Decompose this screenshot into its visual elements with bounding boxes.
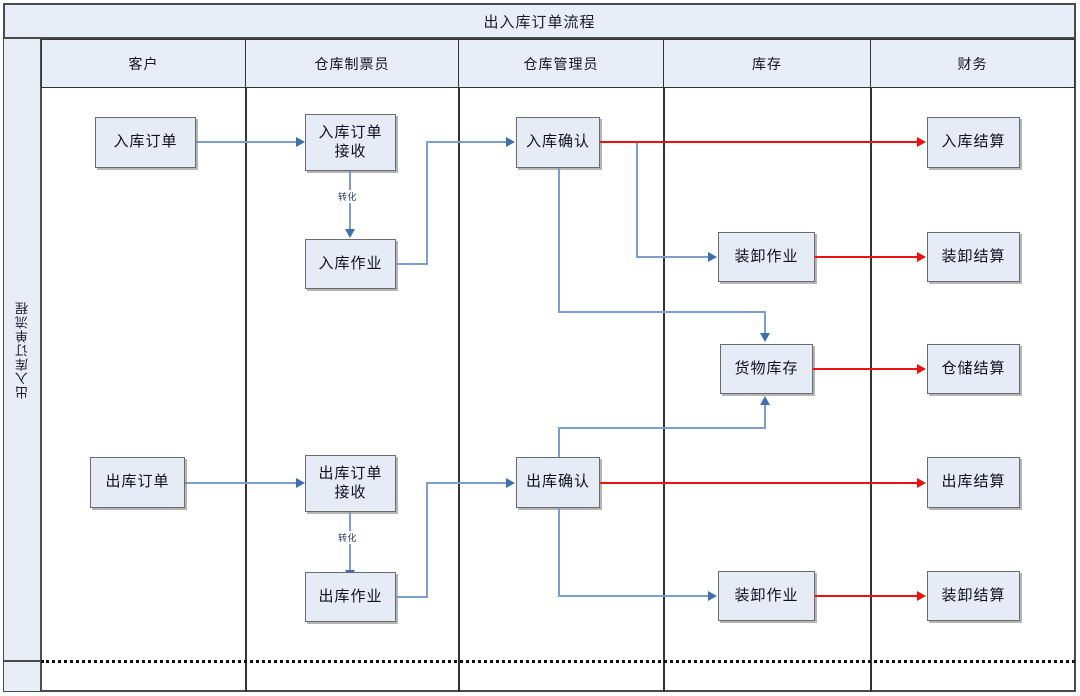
node-label: 装卸结算 (941, 586, 1006, 604)
node-outbound-operation[interactable]: 出库作业 (305, 572, 396, 622)
edge-outbound-operation-to-confirm-seg3 (426, 482, 508, 484)
node-outbound-order-receive[interactable]: 出库订单接收 (305, 455, 396, 512)
arrowhead-inventory-to-storage-settlement (917, 364, 926, 374)
node-label: 入库确认 (525, 133, 590, 151)
column-header-label: 仓库制票员 (314, 55, 390, 72)
edge-outbound-confirm-to-unload-seg1 (558, 508, 560, 596)
lane-label-vertical: 出入库订单流程 (3, 39, 41, 661)
node-unload-operation-bottom[interactable]: 装卸作业 (718, 571, 815, 621)
node-outbound-confirm[interactable]: 出库确认 (516, 457, 600, 508)
arrowhead-outbound-confirm-to-unload (708, 591, 717, 601)
node-label: 装卸结算 (941, 247, 1006, 265)
edge-outbound-operation-to-confirm-seg1 (396, 596, 428, 598)
column-separator-4 (870, 88, 872, 692)
column-header-label: 财务 (957, 55, 988, 72)
node-storage-settlement[interactable]: 仓储结算 (927, 344, 1020, 394)
page-title: 出入库订单流程 (483, 13, 596, 31)
edge-inventory-to-storage-settlement (813, 368, 918, 370)
node-outbound-settlement[interactable]: 出库结算 (927, 457, 1020, 508)
column-separator-1 (245, 88, 247, 692)
node-unload-settlement-top[interactable]: 装卸结算 (927, 232, 1020, 282)
arrowhead-inbound-order-to-receive (296, 137, 305, 147)
node-label: 入库订单接收 (318, 123, 383, 160)
node-label: 装卸作业 (734, 586, 799, 604)
arrowhead-inbound-confirm-to-unload (708, 252, 717, 262)
column-header-label: 客户 (128, 55, 159, 72)
node-inbound-settlement[interactable]: 入库结算 (927, 117, 1020, 168)
edge-inbound-confirm-to-inventory-seg3 (764, 311, 766, 336)
edge-inbound-operation-to-confirm-seg3 (426, 141, 508, 143)
column-header-finance: 财务 (870, 39, 1075, 88)
edge-unload-top-to-settlement (815, 256, 918, 258)
edge-inbound-confirm-to-unload-seg2 (636, 256, 710, 258)
column-header-warehouse-clerk: 仓库制票员 (245, 39, 459, 88)
node-label: 出库订单 (105, 473, 170, 491)
bottom-dotted-divider (41, 660, 1075, 663)
arrowhead-outbound-order-to-receive (296, 478, 305, 488)
arrowhead-unload-top-to-settlement (917, 252, 926, 262)
node-label: 出库作业 (318, 587, 383, 605)
edge-inbound-confirm-to-settlement (600, 141, 918, 143)
column-header-label: 库存 (752, 55, 782, 72)
node-unload-settlement-bottom[interactable]: 装卸结算 (927, 571, 1020, 621)
node-goods-inventory[interactable]: 货物库存 (720, 344, 813, 394)
edge-inbound-order-to-receive (196, 141, 296, 143)
edge-outbound-order-to-receive (185, 482, 296, 484)
edge-inbound-confirm-to-inventory-seg1 (558, 168, 560, 313)
diagram-frame (3, 3, 1076, 692)
arrowhead-outbound-confirm-to-settlement (917, 478, 926, 488)
node-label: 入库结算 (941, 133, 1006, 151)
edge-outbound-confirm-to-inventory-seg1 (558, 427, 560, 459)
edge-inbound-confirm-to-unload-seg1 (636, 143, 638, 257)
edge-outbound-operation-to-confirm-seg2 (426, 482, 428, 598)
edge-outbound-confirm-to-inventory-seg2 (558, 427, 766, 429)
node-label: 出库确认 (525, 473, 590, 491)
node-label: 装卸作业 (734, 247, 799, 265)
arrowhead-inbound-operation-to-confirm (506, 137, 515, 147)
column-header-inventory: 库存 (663, 39, 871, 88)
arrowhead-outbound-operation-to-confirm (506, 478, 515, 488)
arrowhead-inbound-receive-to-operation (345, 229, 355, 238)
edge-label-convert-bottom: 转化 (336, 531, 360, 544)
column-header-warehouse-manager: 仓库管理员 (458, 39, 664, 88)
node-label: 入库订单 (113, 133, 178, 151)
node-label: 货物库存 (734, 359, 799, 377)
arrowhead-outbound-confirm-to-inventory (760, 396, 770, 405)
edge-unload-bottom-to-settlement (815, 595, 918, 597)
node-label: 出库结算 (941, 473, 1006, 491)
edge-inbound-operation-to-confirm-seg2 (426, 141, 428, 265)
edge-inbound-confirm-to-inventory-seg2 (558, 311, 766, 313)
node-label: 入库作业 (318, 254, 383, 272)
lane-label-text: 出入库订单流程 (14, 300, 30, 399)
node-inbound-confirm[interactable]: 入库确认 (516, 117, 600, 168)
edge-outbound-confirm-to-inventory-seg3 (764, 404, 766, 429)
node-label: 出库订单接收 (318, 464, 383, 501)
edge-label-convert-top: 转化 (336, 190, 360, 203)
node-inbound-operation[interactable]: 入库作业 (305, 239, 396, 289)
node-label: 仓储结算 (941, 359, 1006, 377)
diagram-title-bar: 出入库订单流程 (3, 3, 1076, 39)
column-header-label: 仓库管理员 (523, 55, 599, 72)
arrowhead-inbound-confirm-to-inventory (760, 333, 770, 342)
column-separator-left-edge (41, 88, 42, 692)
edge-inbound-operation-to-confirm-seg1 (396, 263, 428, 265)
node-inbound-order[interactable]: 入库订单 (95, 117, 196, 168)
arrowhead-inbound-confirm-to-settlement (917, 137, 926, 147)
column-separator-2 (458, 88, 460, 692)
node-inbound-order-receive[interactable]: 入库订单接收 (305, 114, 396, 171)
node-unload-operation-top[interactable]: 装卸作业 (718, 232, 815, 282)
column-header-customer: 客户 (41, 39, 246, 88)
edge-outbound-confirm-to-unload-seg2 (558, 595, 710, 597)
arrowhead-unload-bottom-to-settlement (917, 591, 926, 601)
column-separator-3 (663, 88, 665, 692)
lane-label-footer (3, 661, 41, 692)
edge-outbound-confirm-to-settlement (600, 482, 918, 484)
node-outbound-order[interactable]: 出库订单 (90, 457, 185, 508)
